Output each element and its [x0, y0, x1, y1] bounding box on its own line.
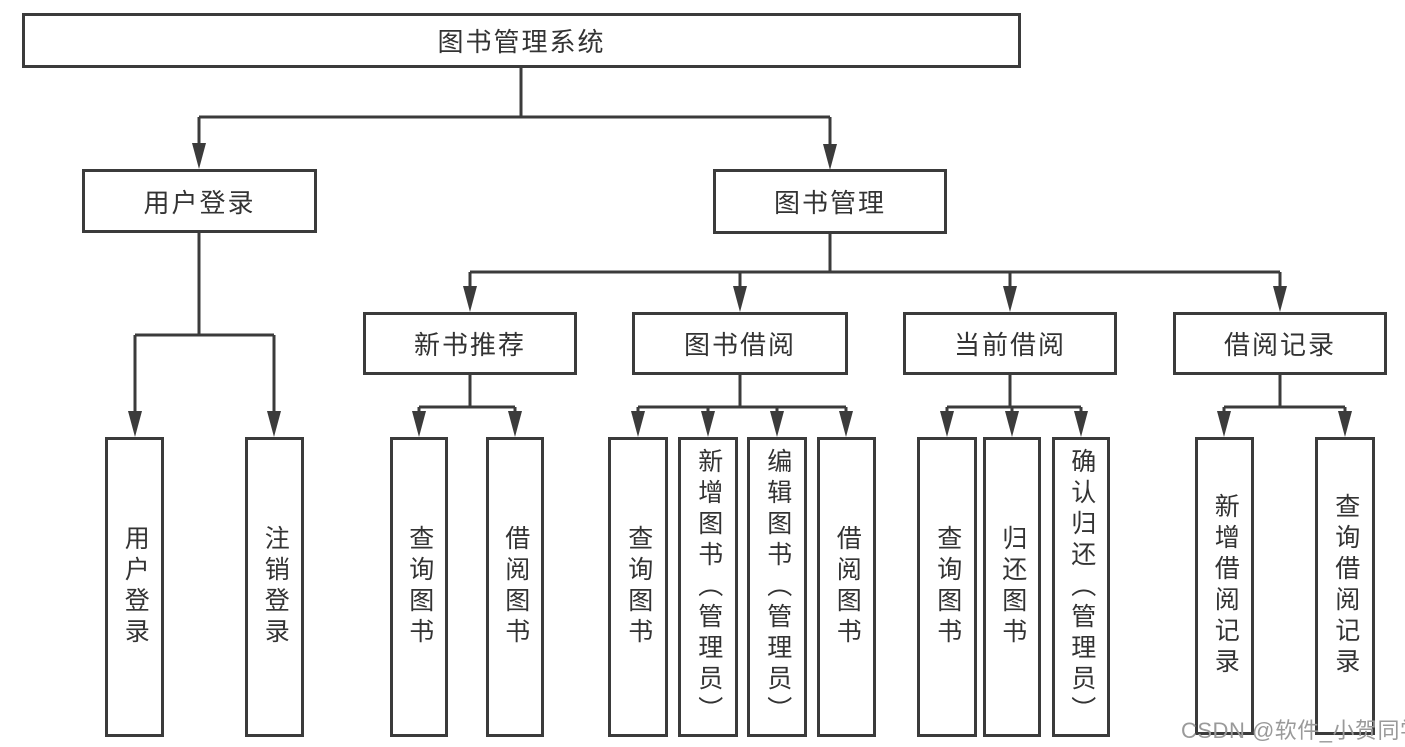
leaf-confirm-return-admin: 确认归还（管理员）	[1052, 437, 1110, 737]
leaf-return-books: 归还图书	[983, 437, 1041, 737]
leaf-user-login-label: 用户登录	[121, 525, 150, 649]
leaf-add-book-admin-label: 新增图书（管理员）	[694, 447, 723, 727]
node-root: 图书管理系统	[22, 13, 1021, 68]
leaf-query-borrow-record-label: 查询借阅记录	[1331, 493, 1360, 679]
leaf-query-books-1: 查询图书	[390, 437, 448, 737]
leaf-query-books-3-label: 查询图书	[933, 525, 962, 649]
leaf-borrow-books-2-label: 借阅图书	[833, 525, 862, 649]
leaf-query-books-2: 查询图书	[608, 437, 668, 737]
leaf-confirm-return-admin-label: 确认归还（管理员）	[1067, 447, 1096, 727]
leaf-add-borrow-record: 新增借阅记录	[1195, 437, 1254, 735]
leaf-return-books-label: 归还图书	[998, 525, 1027, 649]
node-borrow-records: 借阅记录	[1173, 312, 1387, 375]
leaf-borrow-books-1-label: 借阅图书	[501, 525, 530, 649]
leaf-query-books-1-label: 查询图书	[405, 525, 434, 649]
leaf-borrow-books-1: 借阅图书	[486, 437, 544, 737]
leaf-add-book-admin: 新增图书（管理员）	[678, 437, 738, 737]
node-current-borrow: 当前借阅	[903, 312, 1117, 375]
leaf-query-books-2-label: 查询图书	[624, 525, 653, 649]
node-user-login: 用户登录	[82, 169, 317, 233]
leaf-query-borrow-record: 查询借阅记录	[1315, 437, 1375, 735]
leaf-add-borrow-record-label: 新增借阅记录	[1211, 493, 1240, 679]
leaf-borrow-books-2: 借阅图书	[817, 437, 876, 737]
node-book-borrow: 图书借阅	[632, 312, 848, 375]
leaf-query-books-3: 查询图书	[917, 437, 977, 737]
csdn-watermark: CSDN @软件_小贺同学	[1181, 718, 1405, 743]
leaf-user-login: 用户登录	[105, 437, 164, 737]
leaf-logout: 注销登录	[245, 437, 304, 737]
leaf-edit-book-admin-label: 编辑图书（管理员）	[763, 447, 792, 727]
leaf-logout-label: 注销登录	[261, 525, 290, 649]
leaf-edit-book-admin: 编辑图书（管理员）	[747, 437, 807, 737]
node-new-book-recommend: 新书推荐	[363, 312, 577, 375]
node-book-management: 图书管理	[713, 169, 947, 234]
